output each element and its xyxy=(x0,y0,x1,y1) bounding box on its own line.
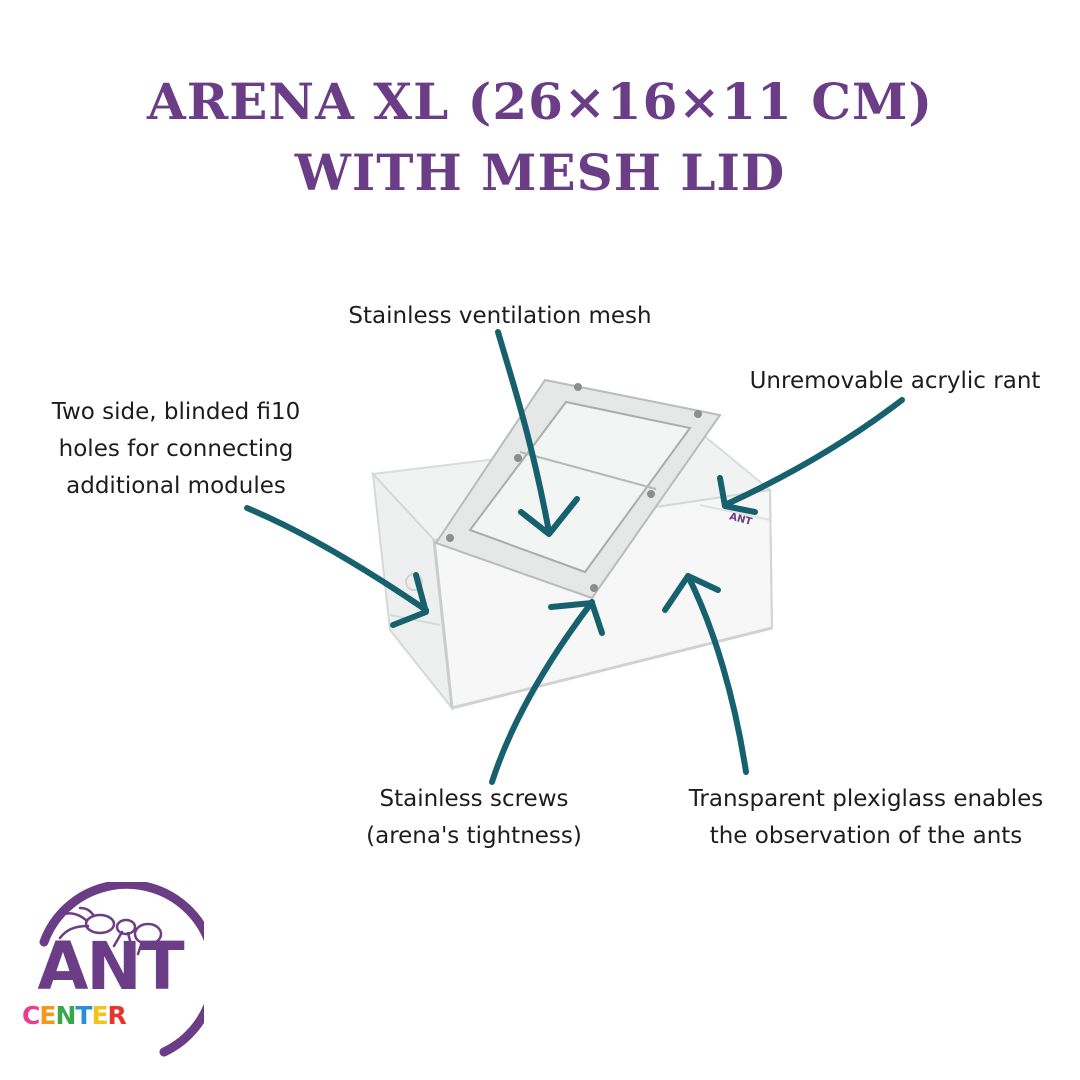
logo-letter: C xyxy=(22,1001,40,1030)
logo-letter: N xyxy=(55,1001,76,1030)
arrow-rant-head xyxy=(717,475,758,515)
ant-icon xyxy=(56,906,164,956)
logo-ring xyxy=(39,879,220,1057)
logo-letter: R xyxy=(107,1001,127,1030)
callout-ventilation-mesh: Stainless ventilation mesh xyxy=(348,298,651,335)
callout-text: Transparent plexiglass enables xyxy=(688,786,1044,812)
arrow-holes xyxy=(244,505,429,613)
callout-text: the observation of the ants xyxy=(709,823,1023,849)
callout-connection-holes: Two side, blinded fi10 holes for connect… xyxy=(52,394,301,505)
arrow-plexi-head xyxy=(662,573,721,613)
ant-center-logo: ANT CENTER xyxy=(14,879,220,1072)
callout-transparent-plexiglass: Transparent plexiglass enables the obser… xyxy=(689,781,1044,855)
callout-text: Two side, blinded fi10 xyxy=(51,399,301,425)
logo-letter: E xyxy=(39,1001,56,1030)
callout-text: Stainless screws xyxy=(379,786,569,812)
callout-text: Unremovable acrylic rant xyxy=(749,368,1041,394)
callout-acrylic-rant: Unremovable acrylic rant xyxy=(750,363,1041,400)
arrow-holes-head xyxy=(390,572,429,628)
callout-text: (arena's tightness) xyxy=(366,823,582,849)
arrow-mesh xyxy=(495,329,552,535)
callout-text: Stainless ventilation mesh xyxy=(348,303,652,329)
page-title-line-2: WITH MESH LID xyxy=(294,143,786,202)
mesh-lid xyxy=(434,378,722,600)
logo-letter: T xyxy=(75,1001,92,1030)
arrow-screws xyxy=(489,599,595,785)
logo-word-center: CENTER xyxy=(22,1002,162,1030)
arrow-rant xyxy=(724,397,905,507)
lid-mesh-window xyxy=(468,400,692,574)
logo-word-ant: ANT xyxy=(37,928,184,1005)
page-title-line-1: ARENA XL (26×16×11 CM) xyxy=(146,72,934,131)
arrow-screws-head xyxy=(548,600,605,636)
callout-text: additional modules xyxy=(66,473,286,499)
callout-stainless-screws: Stainless screws (arena's tightness) xyxy=(366,781,582,855)
callout-text: holes for connecting xyxy=(58,436,294,462)
logo-letter: E xyxy=(91,1001,108,1030)
arrow-mesh-head xyxy=(518,496,580,537)
arrow-plexi xyxy=(685,573,749,775)
